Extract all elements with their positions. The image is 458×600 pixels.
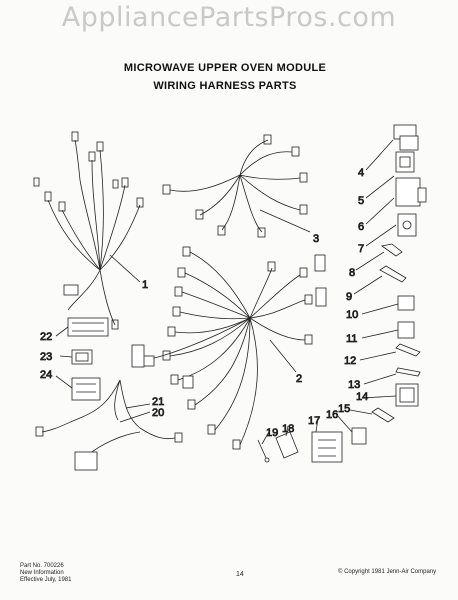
diagram-title: MICROWAVE UPPER OVEN MODULE bbox=[123, 62, 327, 74]
callout-8: 8 bbox=[349, 267, 355, 279]
diagram-subtitle: WIRING HARNESS PARTS bbox=[153, 80, 297, 92]
harness-2[interactable] bbox=[131, 246, 327, 450]
harness-1[interactable] bbox=[33, 131, 144, 330]
callout-22: 22 bbox=[40, 331, 52, 343]
callout-numbers: 1 2 3 4 5 6 7 8 9 10 11 12 13 14 15 16 1… bbox=[40, 167, 369, 440]
footer-page-number: 14 bbox=[236, 571, 244, 578]
callout-24: 24 bbox=[40, 369, 52, 381]
part-10-housing[interactable] bbox=[397, 295, 415, 311]
callout-7: 7 bbox=[358, 243, 364, 255]
watermark-logo: AppliancePartsPros.com bbox=[61, 2, 397, 33]
part-18-connector[interactable] bbox=[275, 431, 299, 459]
part-19-pin[interactable] bbox=[257, 439, 270, 463]
callout-9: 9 bbox=[346, 291, 352, 303]
callout-11: 11 bbox=[346, 333, 357, 345]
footer-part-number: Part No. 700226 bbox=[20, 563, 64, 569]
callout-23: 23 bbox=[40, 351, 52, 363]
callout-18: 18 bbox=[282, 423, 294, 435]
callout-12: 12 bbox=[344, 355, 356, 367]
callout-1: 1 bbox=[142, 279, 148, 291]
part-8-terminal[interactable] bbox=[381, 243, 403, 257]
part-11-housing[interactable] bbox=[397, 321, 415, 339]
callout-16: 16 bbox=[326, 409, 338, 421]
footer-part-info: Part No. 700226 New Information Effectiv… bbox=[20, 563, 71, 584]
part-13-terminal[interactable] bbox=[395, 367, 421, 377]
callout-2: 2 bbox=[296, 373, 302, 385]
part-4-plug[interactable] bbox=[393, 124, 419, 151]
callout-21: 21 bbox=[152, 396, 164, 408]
leader-lines bbox=[55, 139, 399, 445]
callout-6: 6 bbox=[358, 221, 364, 233]
callout-15: 15 bbox=[338, 403, 350, 415]
part-22-terminal-block[interactable] bbox=[67, 317, 109, 337]
callout-17: 17 bbox=[308, 415, 320, 427]
part-14-housing[interactable] bbox=[395, 383, 419, 407]
part-15-terminal[interactable] bbox=[371, 407, 395, 423]
part-6-housing[interactable] bbox=[395, 177, 427, 207]
footer-effective-date: Effective July, 1981 bbox=[20, 577, 72, 583]
part-12-terminal[interactable] bbox=[395, 343, 421, 357]
part-23-connector[interactable] bbox=[71, 349, 93, 365]
harness-20-21[interactable] bbox=[35, 344, 183, 471]
footer-new-information: New Information bbox=[20, 570, 64, 576]
part-24-connector-block[interactable] bbox=[71, 377, 101, 401]
part-16-housing[interactable] bbox=[351, 427, 367, 445]
part-9-terminal[interactable] bbox=[379, 265, 407, 283]
callout-5: 5 bbox=[358, 195, 364, 207]
part-17-strip[interactable] bbox=[311, 431, 343, 463]
callout-19: 19 bbox=[266, 427, 278, 439]
footer-copyright: © Copyright 1981 Jenn-Air Company bbox=[338, 569, 437, 575]
part-5-housing[interactable] bbox=[395, 151, 415, 173]
harness-3[interactable] bbox=[162, 134, 308, 238]
callout-14: 14 bbox=[356, 391, 368, 403]
callout-20: 20 bbox=[152, 407, 164, 419]
callout-10: 10 bbox=[346, 309, 358, 321]
callout-3: 3 bbox=[313, 233, 319, 245]
part-7-receptacle[interactable] bbox=[397, 213, 417, 237]
callout-13: 13 bbox=[348, 379, 360, 391]
callout-4: 4 bbox=[358, 167, 364, 179]
